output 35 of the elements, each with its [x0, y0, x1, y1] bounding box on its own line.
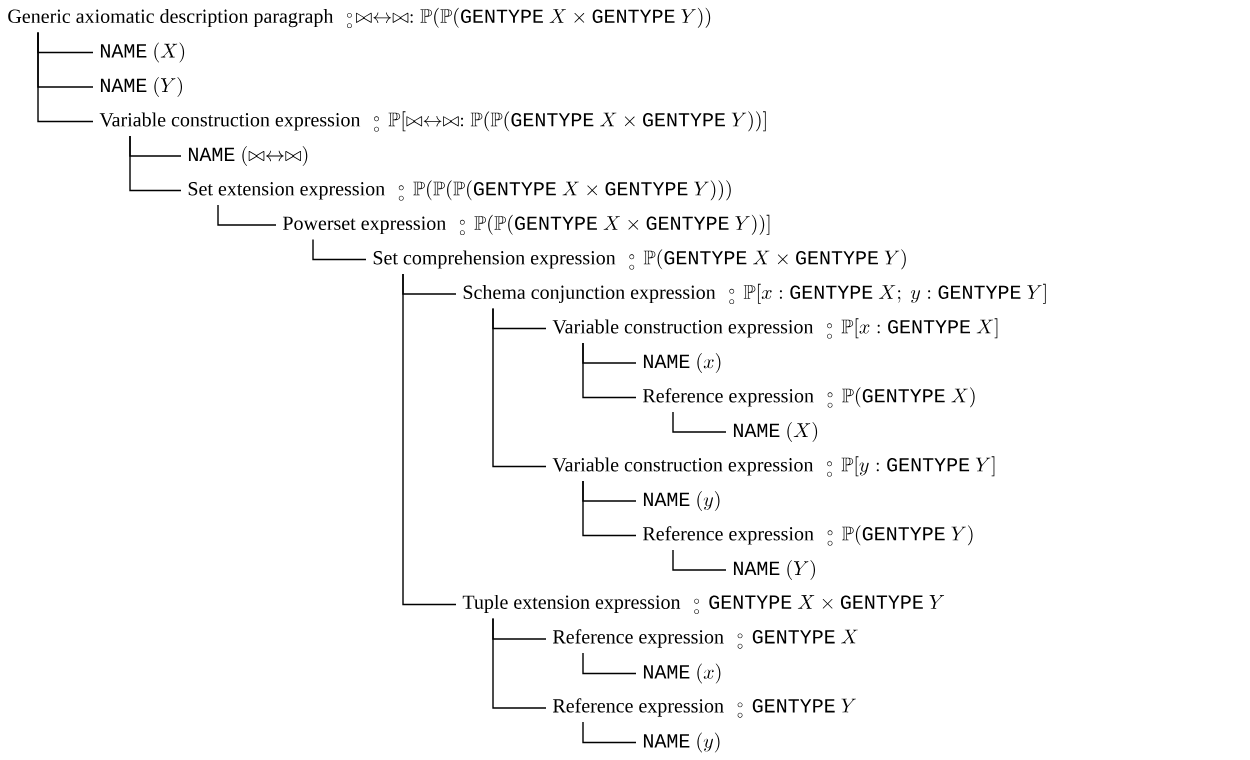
- tree-node-label: Reference expression $\mathrel{\genfrac{}{}{0pt}{3}{\circ}{\circ}} \mathbb{P}(\mathtt{GENTYPE}\ Y)$: [642, 525, 973, 546]
- tree-node-label: Set extension expression $\mathrel{\genfrac{}{}{0pt}{3}{\circ}{\circ}} \mathbb{P}(\mathbb{P}(\mathbb{P}(\mathtt{GENTYPE}\ X \times \mathtt{GENTYPE}\ Y)))$: [188, 180, 731, 201]
- tree-node-label: Reference expression $\mathrel{\genfrac{}{}{0pt}{3}{\circ}{\circ}} \mathtt{GENTYPE}\ X$: [552, 629, 858, 649]
- tree-node-label: $\mathtt{NAME}\ (X)$: [733, 421, 818, 442]
- tree-connector: [37, 31, 94, 123]
- tree-connector: [129, 135, 182, 192]
- tree-node-label: $\mathtt{NAME}\ (\bowtie\leftrightarrow\bowtie)$: [188, 145, 308, 166]
- tree-connector: [492, 307, 547, 468]
- tree-node-label: Powerset expression $\mathrel{\genfrac{}{}{0pt}{3}{\circ}{\circ}} \mathbb{P}(\mathbb{P}(\mathtt{GENTYPE}\ X \times \mathtt{GENTYPE}\ Y))]$: [282, 214, 770, 236]
- tree-connector: [492, 617, 547, 709]
- tree-node-label: Tuple extension expression $\mathrel{\genfrac{}{}{0pt}{3}{\circ}{\circ}} \mathtt{GENTYPE}\ X \times \mathtt{GENTYPE}\ Y$: [462, 594, 945, 615]
- tree-connector: [672, 411, 727, 433]
- tree-node-label: Schema conjunction expression $\mathrel{\genfrac{}{}{0pt}{3}{\circ}{\circ}} \mathbb{P}[x : \mathtt{GENTYPE}\ X;\ y : \mathtt{GENTYPE}\ Y]$: [463, 283, 1046, 305]
- tree-node-label: $\mathtt{NAME}\ (X)$: [101, 42, 185, 63]
- tree-node-label: $\mathtt{NAME}\ (x)$: [643, 352, 721, 373]
- tree-node-label: $\mathtt{NAME}\ (x)$: [643, 663, 721, 684]
- tree-connector: [217, 204, 277, 226]
- tree-node-label: $\mathtt{NAME}\ (Y)$: [733, 559, 815, 580]
- tree-node-label: $\mathtt{NAME}\ (y)$: [643, 732, 720, 753]
- tree-node-label: $\mathtt{NAME}\ (y)$: [643, 490, 720, 511]
- tree-connector: [582, 342, 637, 399]
- tree-node-label: Variable construction expression $\mathrel{\genfrac{}{}{0pt}{3}{\circ}{\circ}} \mathbb{P}[\bowtie\leftrightarrow\bowtie : \mathbb{P}(\mathbb{P}(\mathtt{GENTYPE}\ X \times \mathtt{GENTYPE}\ Y))]$: [99, 111, 766, 132]
- tree-connector: [402, 273, 457, 606]
- tree-connector: [312, 238, 367, 261]
- tree-node-label: Reference expression $\mathrel{\genfrac{}{}{0pt}{3}{\circ}{\circ}} \mathtt{GENTYPE}\ Y$: [552, 698, 856, 718]
- tree-node-label: Generic axiomatic description paragraph $\mathrel{\genfrac{}{}{0pt}{3}{\circ}{\circ}} \bowtie\leftrightarrow\bowtie : \mathbb{P}(\mathbb{P}(\mathtt{GENTYPE}\ X \times \mathtt{GENTYPE}\ Y))$: [8, 7, 711, 29]
- tree-node-label: Reference expression $\mathrel{\genfrac{}{}{0pt}{3}{\circ}{\circ}} \mathbb{P}(\mathtt{GENTYPE}\ X)$: [642, 387, 975, 408]
- tree-node-label: $\mathtt{NAME}\ (Y)$: [101, 77, 182, 97]
- tree-node-label: Variable construction expression $\mathrel{\genfrac{}{}{0pt}{3}{\circ}{\circ}} \mathbb{P}[x : \mathtt{GENTYPE}\ X]$: [552, 318, 998, 339]
- tree-connector: [582, 721, 637, 744]
- tree-connector: [672, 549, 727, 571]
- tree-node-label: Variable construction expression $\mathrel{\genfrac{}{}{0pt}{3}{\circ}{\circ}} \mathbb{P}[y : \mathtt{GENTYPE}\ Y]$: [552, 456, 995, 477]
- tree-connector: [582, 480, 637, 537]
- tree-node-label: Set comprehension expression $\mathrel{\genfrac{}{}{0pt}{3}{\circ}{\circ}} \mathbb{P}(\mathtt{GENTYPE}\ X \times \mathtt{GENTYPE}\ Y)$: [373, 249, 906, 270]
- tree-connector: [582, 652, 637, 675]
